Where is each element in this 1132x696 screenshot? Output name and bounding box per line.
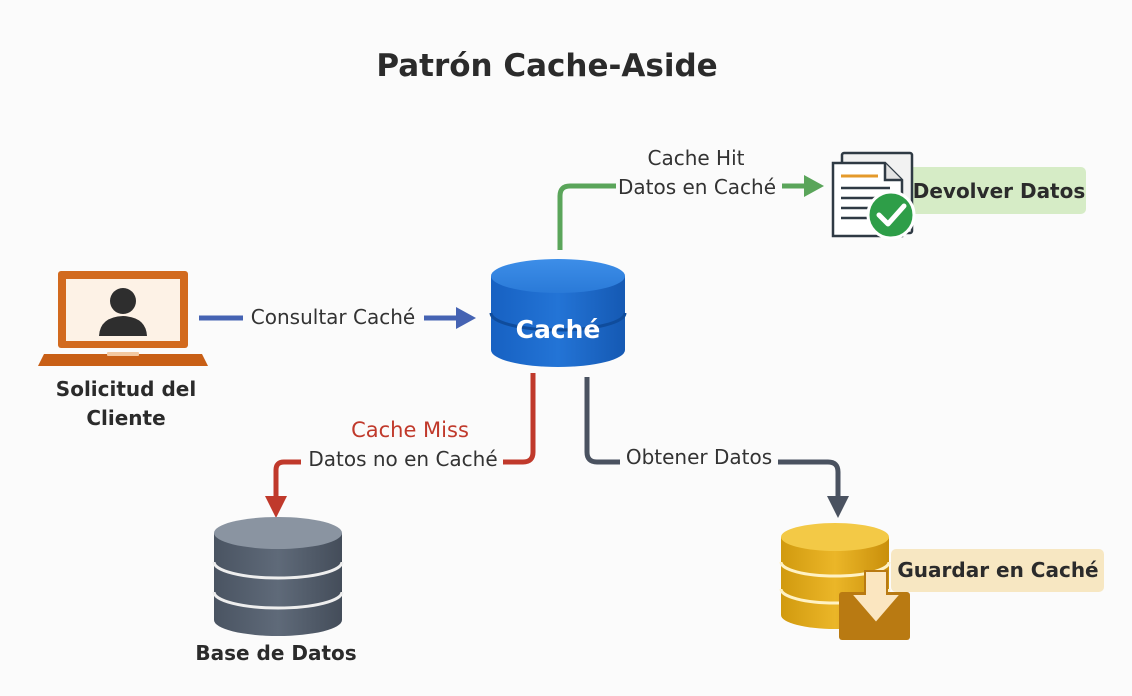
miss-label: Datos no en Caché [308, 447, 497, 471]
diagram-title: Patrón Cache-Aside [376, 48, 717, 84]
hit-title: Cache Hit [648, 146, 745, 170]
return-data-label: Devolver Datos [913, 179, 1086, 203]
fetch-label: Obtener Datos [626, 445, 772, 469]
return-data-label-bg [894, 167, 1086, 214]
hit-arrow [557, 175, 824, 250]
query-arrow [199, 307, 476, 329]
cache-label: Caché [516, 315, 601, 344]
database-icon [212, 517, 344, 636]
fetch-arrow [584, 377, 849, 518]
database-download-icon [779, 523, 910, 640]
miss-title: Cache Miss [351, 418, 469, 442]
miss-arrow [265, 373, 536, 518]
database-icon [489, 259, 627, 367]
client-label-line2: Cliente [86, 406, 165, 430]
hit-label: Datos en Caché [618, 175, 776, 199]
database-label: Base de Datos [195, 641, 356, 665]
laptop-user-icon [38, 271, 208, 366]
store-cache-label: Guardar en Caché [897, 558, 1098, 582]
client-label-line1: Solicitud del [56, 377, 196, 401]
store-cache-label-bg [891, 549, 1104, 592]
document-check-icon [831, 151, 916, 240]
query-label: Consultar Caché [251, 305, 415, 329]
